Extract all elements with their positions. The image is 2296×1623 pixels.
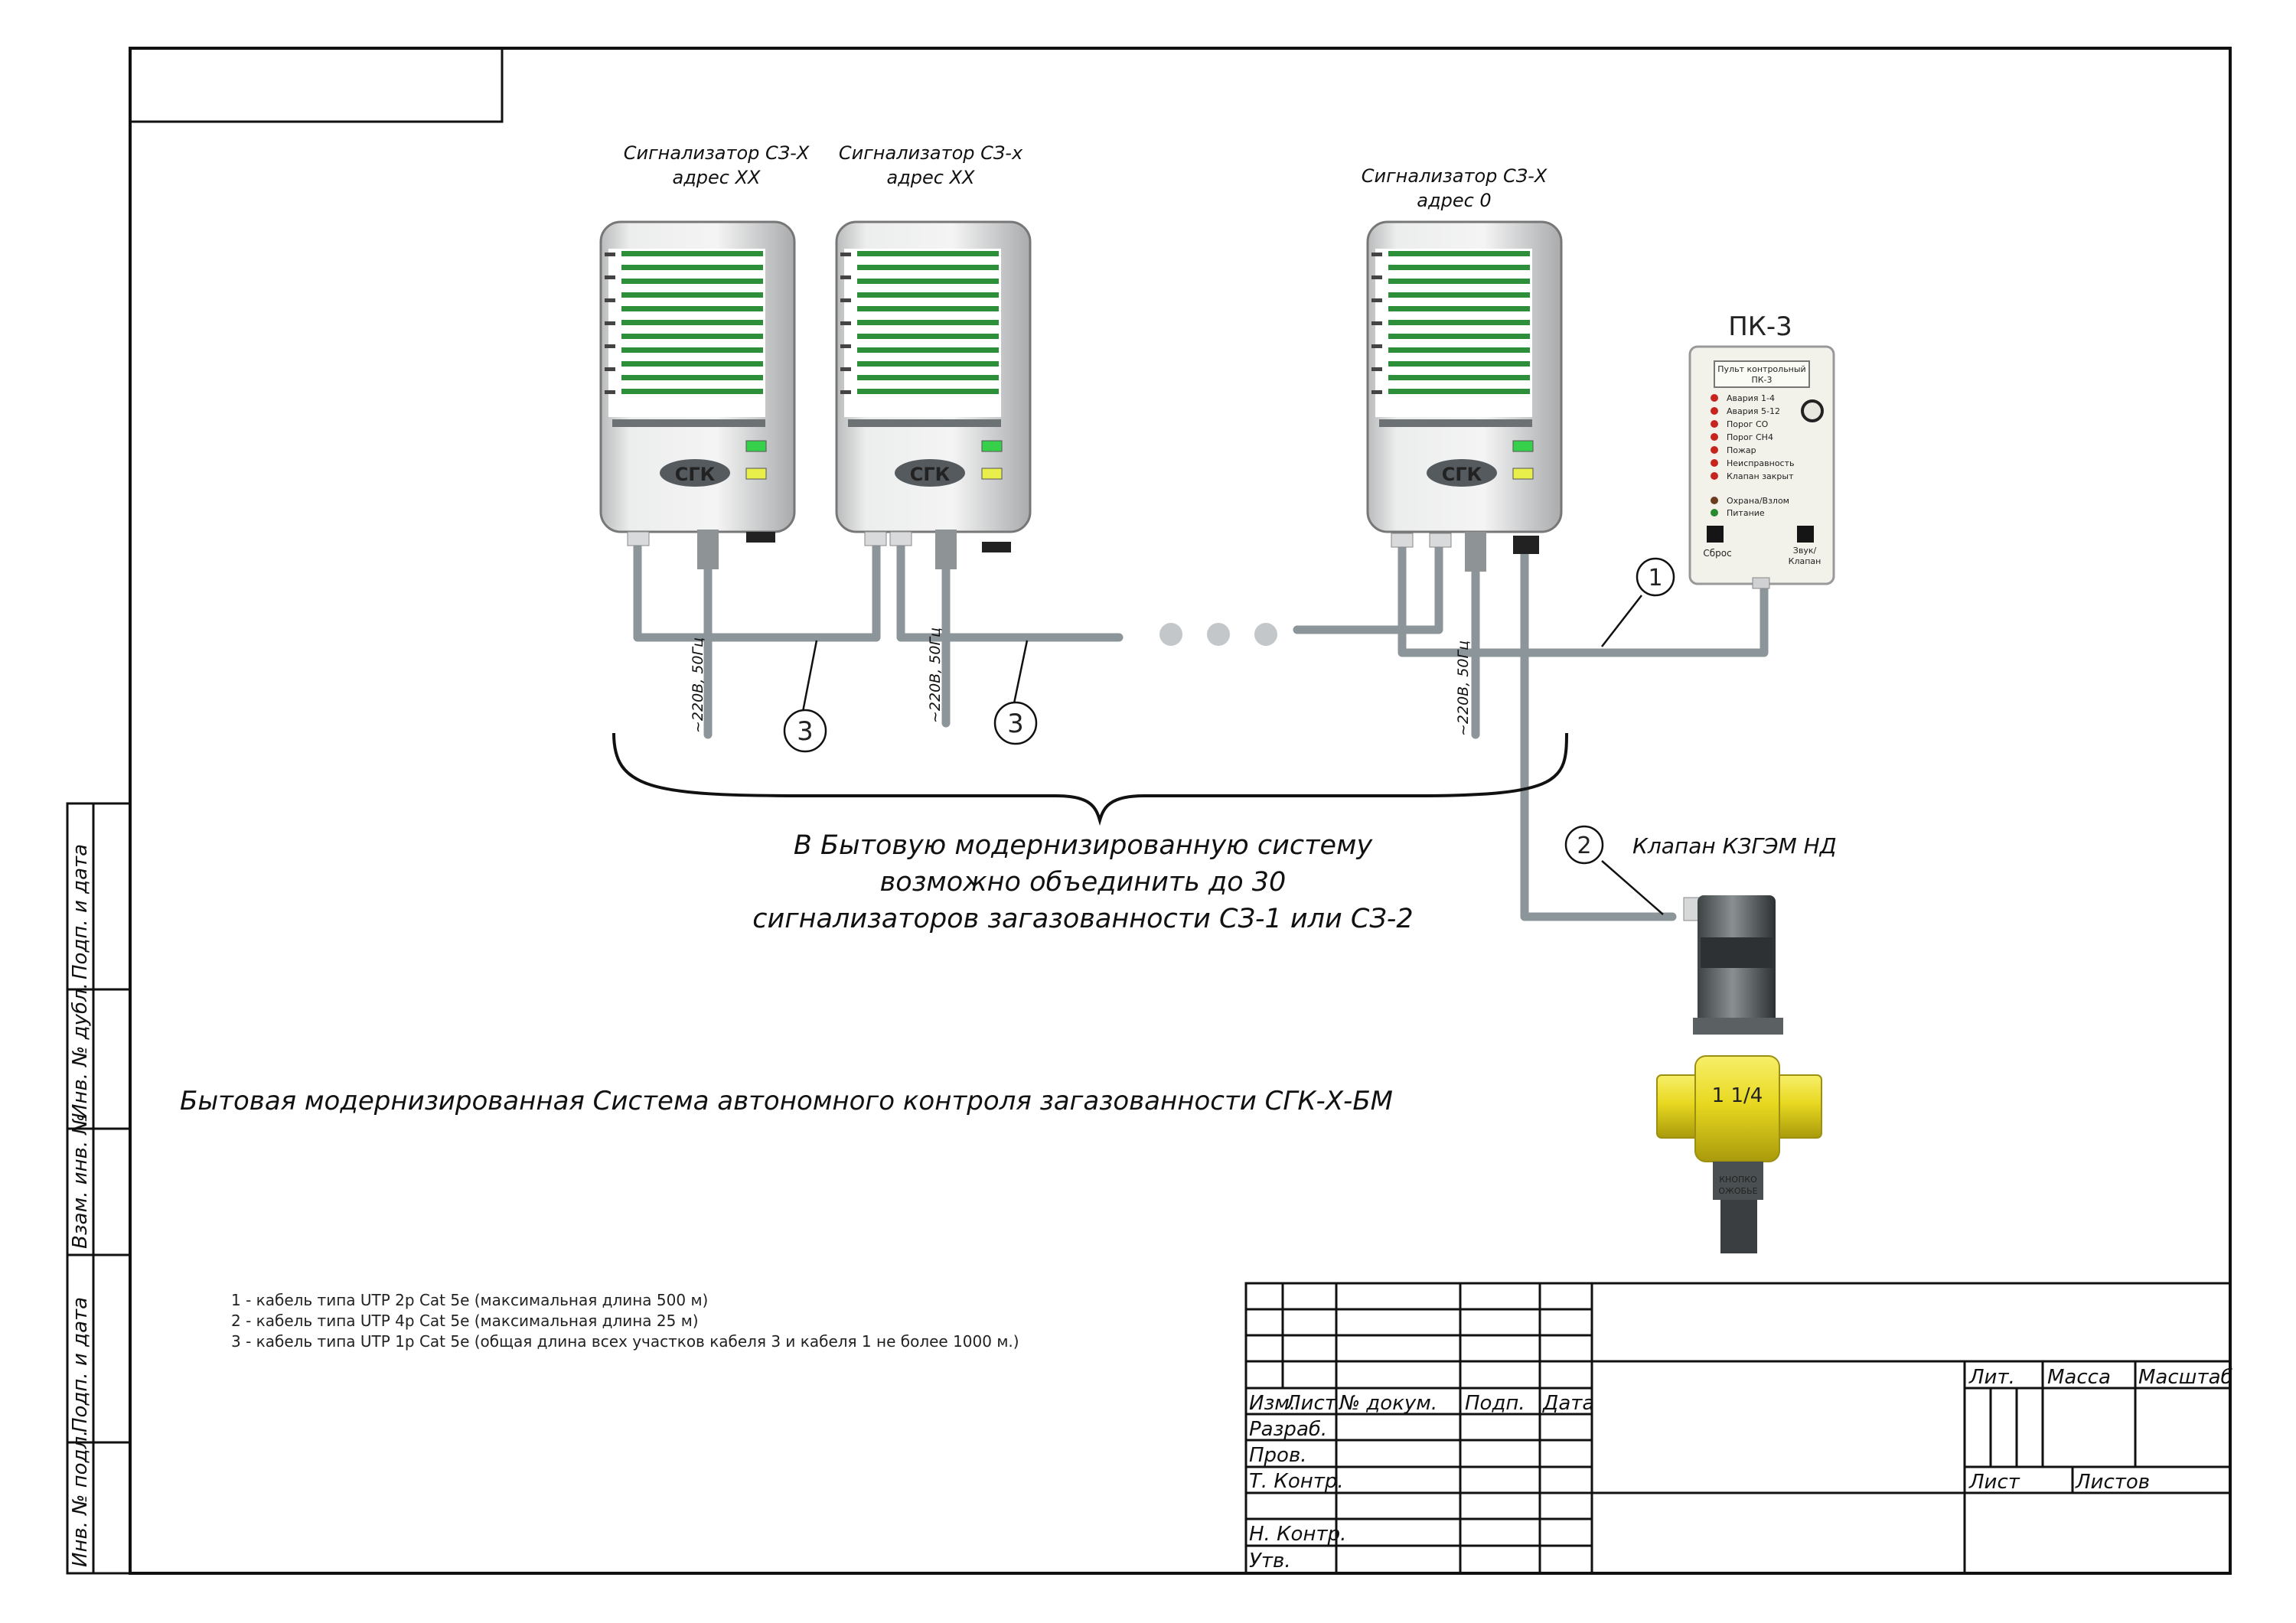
panel-indicator-9: Питание xyxy=(1727,508,1765,518)
title-block-text: Изм. Лист № докум. Подп. Дата Разраб. Пр… xyxy=(1249,1366,2233,1572)
panel-sound-label-1: Звук/ xyxy=(1793,546,1817,556)
stamp-t-kontr: Т. Контр. xyxy=(1249,1470,1344,1493)
panel-reset-label: Сброс xyxy=(1703,548,1731,559)
panel-title: ПК-3 xyxy=(1728,311,1792,342)
side-labels: Подп. и дата Инв. № дубл. Взам. инв. № П… xyxy=(69,844,92,1567)
system-title: Бытовая модернизированная Система автоно… xyxy=(180,1086,1393,1116)
detector-2-address: адрес ХХ xyxy=(886,167,975,188)
title-block xyxy=(1244,1282,2232,1575)
note-line-2: возможно объединить до 30 xyxy=(880,867,1287,898)
panel-indicator-7: Клапан закрыт xyxy=(1727,471,1794,481)
marker-3b: 3 xyxy=(1007,709,1024,739)
detector-2-power-label: ~220В, 50Гц xyxy=(927,627,944,723)
stamp-razrab: Разраб. xyxy=(1249,1418,1327,1441)
stamp-sheet: Лист xyxy=(1968,1471,2020,1494)
stamp-lit: Лит. xyxy=(1968,1366,2015,1389)
detector-3: СГК Сигнализатор СЗ-Х адрес 0 ~220В, 50Г… xyxy=(1362,165,1563,736)
legend-line-1: 1 - кабель типа UTP 2р Cat 5е (максималь… xyxy=(231,1291,708,1309)
stamp-izm: Изм. xyxy=(1249,1392,1296,1415)
side-label-vzam-inv: Взам. инв. № xyxy=(69,1113,92,1249)
panel-indicator-3: Порог СО xyxy=(1727,419,1769,429)
valve-body-line-1: КНОПКО xyxy=(1719,1175,1757,1185)
detector-3-address: адрес 0 xyxy=(1417,190,1491,211)
panel-indicator-6: Неисправность xyxy=(1727,458,1795,468)
panel-indicator-5: Пожар xyxy=(1727,445,1756,455)
cables xyxy=(633,537,1769,921)
note-line-3: сигнализаторов загазованности СЗ-1 или С… xyxy=(752,904,1413,934)
gas-valve: Клапан КЗГЭМ НД 1 1/4 КНОПКО ОЖОБЬЕ xyxy=(1632,833,1837,1253)
detector-2-title: Сигнализатор СЗ-х xyxy=(839,142,1023,164)
panel-indicator-1: Авария 1-4 xyxy=(1727,393,1775,403)
note-line-1: В Бытовую модернизированную систему xyxy=(794,830,1374,861)
detector-3-brand: СГК xyxy=(1442,464,1482,485)
legend-line-3: 3 - кабель типа UTP 1р Cat 5е (общая дли… xyxy=(231,1332,1019,1351)
cable-markers xyxy=(783,557,1675,915)
stamp-sheets: Листов xyxy=(2075,1471,2150,1494)
marker-2: 2 xyxy=(1577,833,1591,859)
detector-1: СГК Сигнализатор СЗ-Х адрес ХХ ~220В, 50… xyxy=(599,142,810,733)
detector-3-power-label: ~220В, 50Гц xyxy=(1455,640,1472,736)
panel-indicator-2: Авария 5-12 xyxy=(1727,406,1780,416)
stamp-list: Лист xyxy=(1285,1392,1337,1415)
detector-2: СГК Сигнализатор СЗ-х адрес ХХ ~220В, 50… xyxy=(835,142,1032,723)
side-label-sign-date-2: Подп. и дата xyxy=(69,1297,92,1432)
stamp-doc-no: № докум. xyxy=(1338,1392,1437,1415)
grouping-brace xyxy=(612,732,1568,826)
panel-header-2: ПК-3 xyxy=(1751,375,1772,385)
side-label-inv-podl: Инв. № подл. xyxy=(69,1430,92,1567)
detector-3-title: Сигнализатор СЗ-Х xyxy=(1362,165,1548,187)
system-note: В Бытовую модернизированную систему возм… xyxy=(752,830,1413,934)
panel-header-1: Пульт контрольный xyxy=(1717,364,1805,374)
stamp-utv: Утв. xyxy=(1249,1550,1291,1572)
side-label-inv-dubl: Инв. № дубл. xyxy=(69,983,92,1119)
stamp-prov: Пров. xyxy=(1249,1444,1307,1467)
detector-1-address: адрес ХХ xyxy=(672,167,761,188)
marker-3a: 3 xyxy=(797,716,814,747)
panel-sound-button xyxy=(1797,526,1814,543)
valve-size-label: 1 1/4 xyxy=(1712,1084,1763,1107)
stamp-sign: Подп. xyxy=(1465,1392,1525,1415)
drawing-frame xyxy=(66,47,2232,1575)
side-label-sign-date-1: Подп. и дата xyxy=(69,844,92,979)
marker-1: 1 xyxy=(1648,565,1662,592)
panel-indicator-4: Порог СН4 xyxy=(1727,432,1773,442)
valve-body-line-2: ОЖОБЬЕ xyxy=(1718,1186,1757,1196)
detector-1-brand: СГК xyxy=(675,464,716,485)
cable-legend: 1 - кабель типа UTP 2р Cat 5е (максималь… xyxy=(231,1291,1019,1351)
detector-2-brand: СГК xyxy=(910,464,951,485)
stamp-date: Дата xyxy=(1542,1392,1594,1415)
panel-indicator-8: Охрана/Взлом xyxy=(1727,496,1789,506)
stamp-n-kontr: Н. Контр. xyxy=(1249,1523,1346,1546)
panel-reset-button xyxy=(1707,526,1724,543)
bus-continuation-dots xyxy=(1159,623,1277,646)
detector-1-power-label: ~220В, 50Гц xyxy=(690,637,706,733)
valve-title: Клапан КЗГЭМ НД xyxy=(1632,833,1837,859)
stamp-scale: Масштаб xyxy=(2138,1366,2233,1389)
control-panel: ПК-3 Пульт контрольный ПК-3 Авария 1-4 А… xyxy=(1688,311,1835,589)
detector-1-title: Сигнализатор СЗ-Х xyxy=(624,142,810,164)
legend-line-2: 2 - кабель типа UTP 4р Cat 5е (максималь… xyxy=(231,1312,699,1330)
cable-marker-labels: 1 2 3 3 xyxy=(797,565,1662,859)
panel-sound-label-2: Клапан xyxy=(1789,556,1821,566)
stamp-mass: Масса xyxy=(2047,1366,2111,1389)
